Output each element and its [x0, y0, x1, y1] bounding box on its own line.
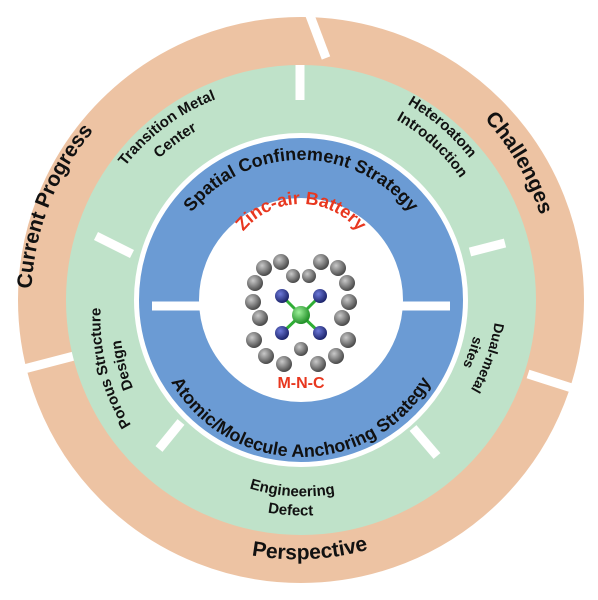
mnc-molecule-icon [245, 254, 357, 372]
green-ring [66, 65, 536, 535]
svg-text:Defect: Defect [267, 500, 313, 520]
center-disc [204, 203, 398, 397]
defect-label-line1: Defect [267, 500, 313, 520]
center-subtitle: M-N-C [277, 375, 325, 392]
outer-ring [18, 3, 584, 583]
